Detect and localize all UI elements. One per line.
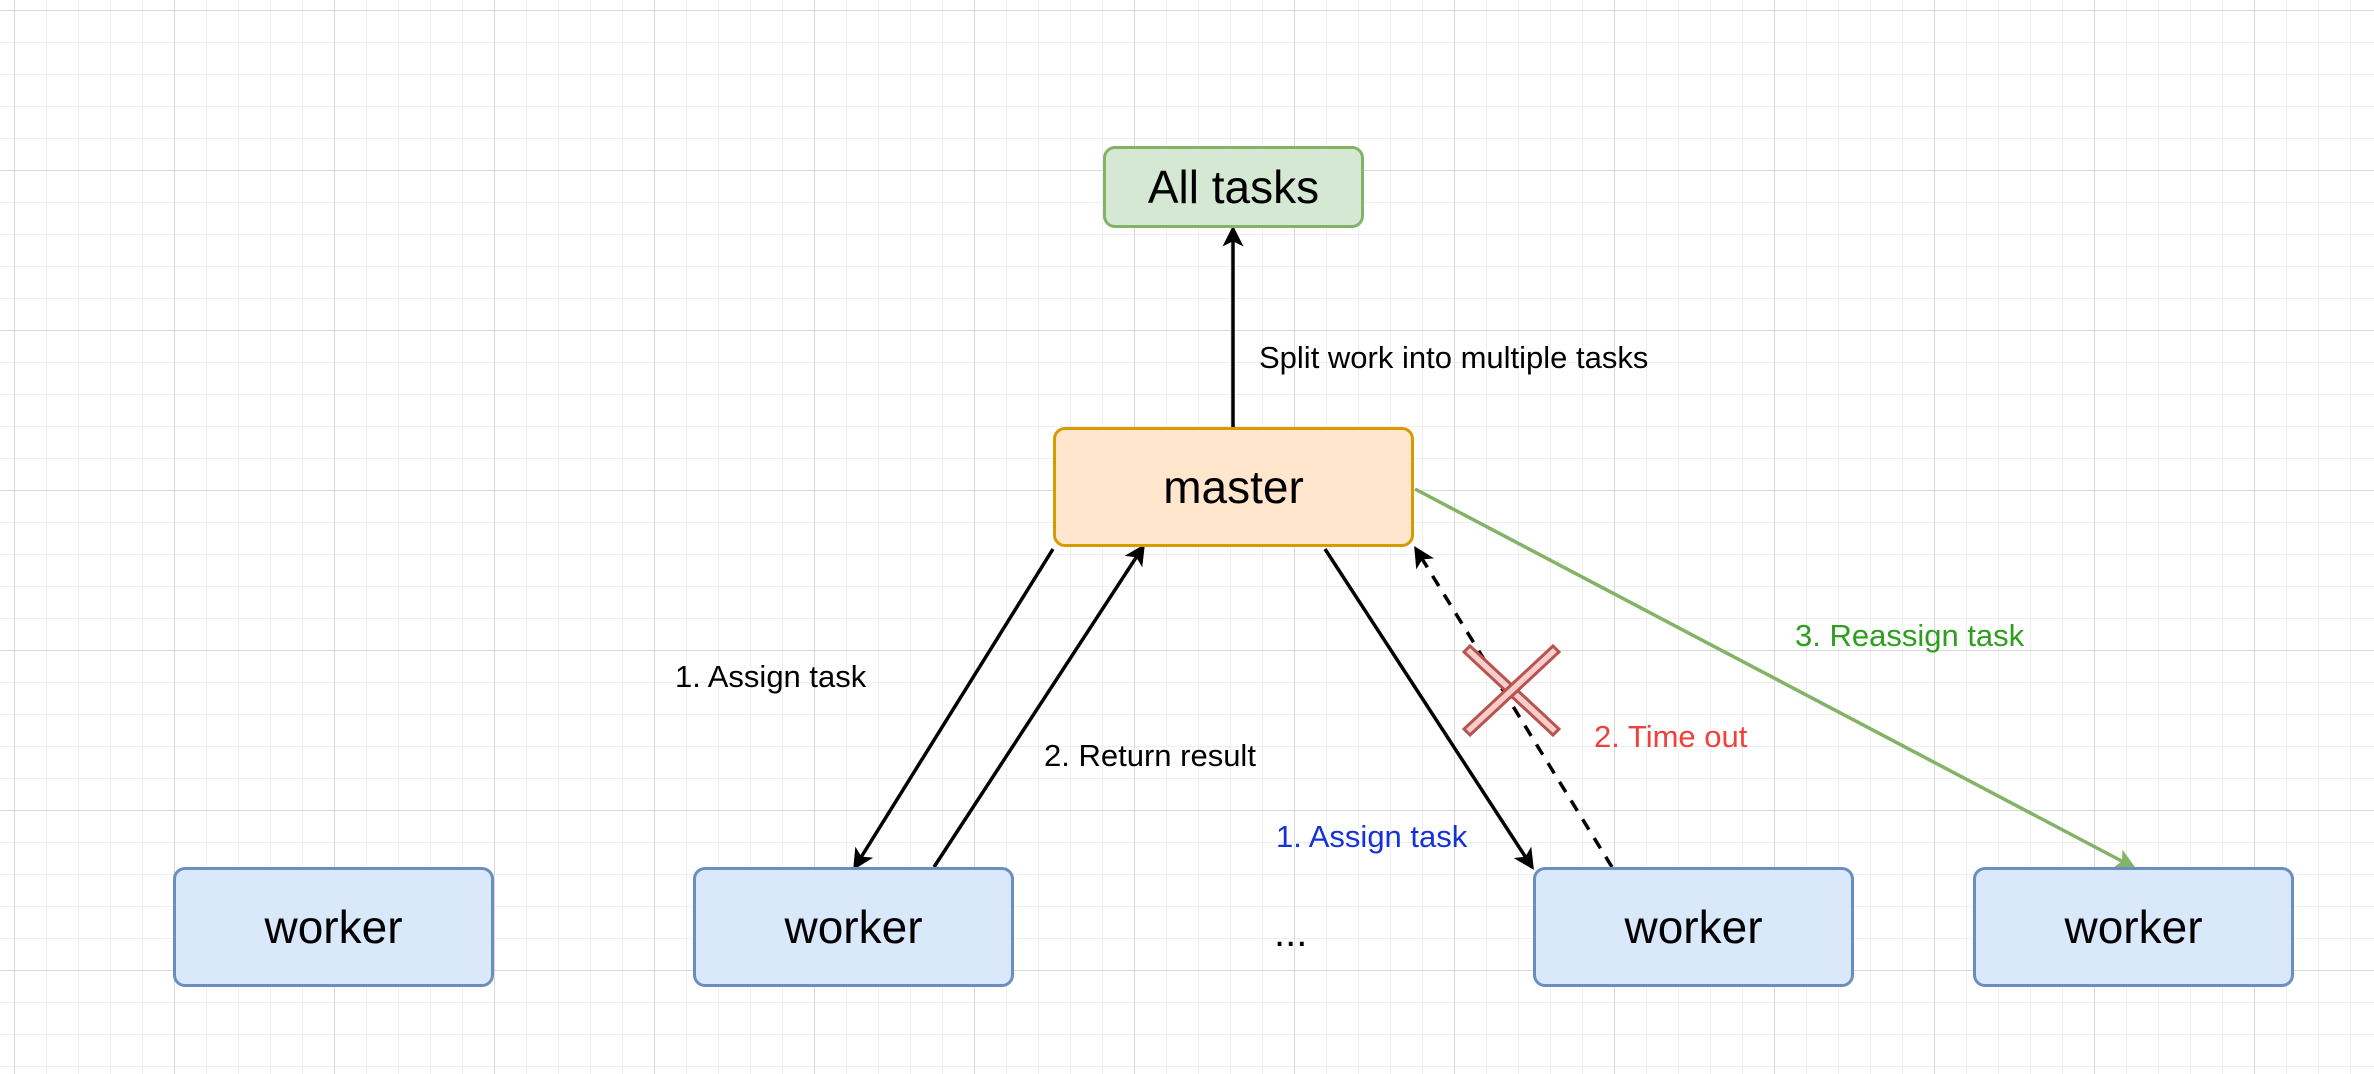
assign-task-label-right: 1. Assign task: [1276, 819, 1468, 854]
edge-reassign: [1414, 487, 2137, 869]
worker-node[interactable]: worker: [1533, 867, 1854, 987]
assign-task-label-left: 1. Assign task: [675, 659, 867, 694]
worker-label: worker: [264, 901, 403, 953]
reassign-task-label: 3. Reassign task: [1795, 618, 2025, 653]
all-tasks-node[interactable]: All tasks: [1103, 146, 1364, 228]
worker-node[interactable]: worker: [1973, 867, 2294, 987]
master-label: master: [1163, 461, 1304, 513]
return-result-label: 2. Return result: [1044, 738, 1256, 773]
x-mark-icon: [1461, 643, 1562, 738]
ellipsis-label: ...: [1274, 911, 1308, 955]
worker-node[interactable]: worker: [173, 867, 494, 987]
worker-node[interactable]: worker: [693, 867, 1014, 987]
edge-assign-right: [1323, 548, 1534, 870]
edge-assign-left: [853, 548, 1055, 870]
worker-label: worker: [784, 901, 923, 953]
worker-label: worker: [1624, 901, 1763, 953]
time-out-label: 2. Time out: [1594, 719, 1748, 754]
worker-label: worker: [2064, 901, 2203, 953]
all-tasks-label: All tasks: [1147, 161, 1320, 213]
edge-time-out: [1414, 546, 1614, 868]
split-work-label: Split work into multiple tasks: [1259, 340, 1649, 375]
master-node[interactable]: master: [1053, 427, 1414, 547]
edge-return-result: [932, 544, 1145, 868]
